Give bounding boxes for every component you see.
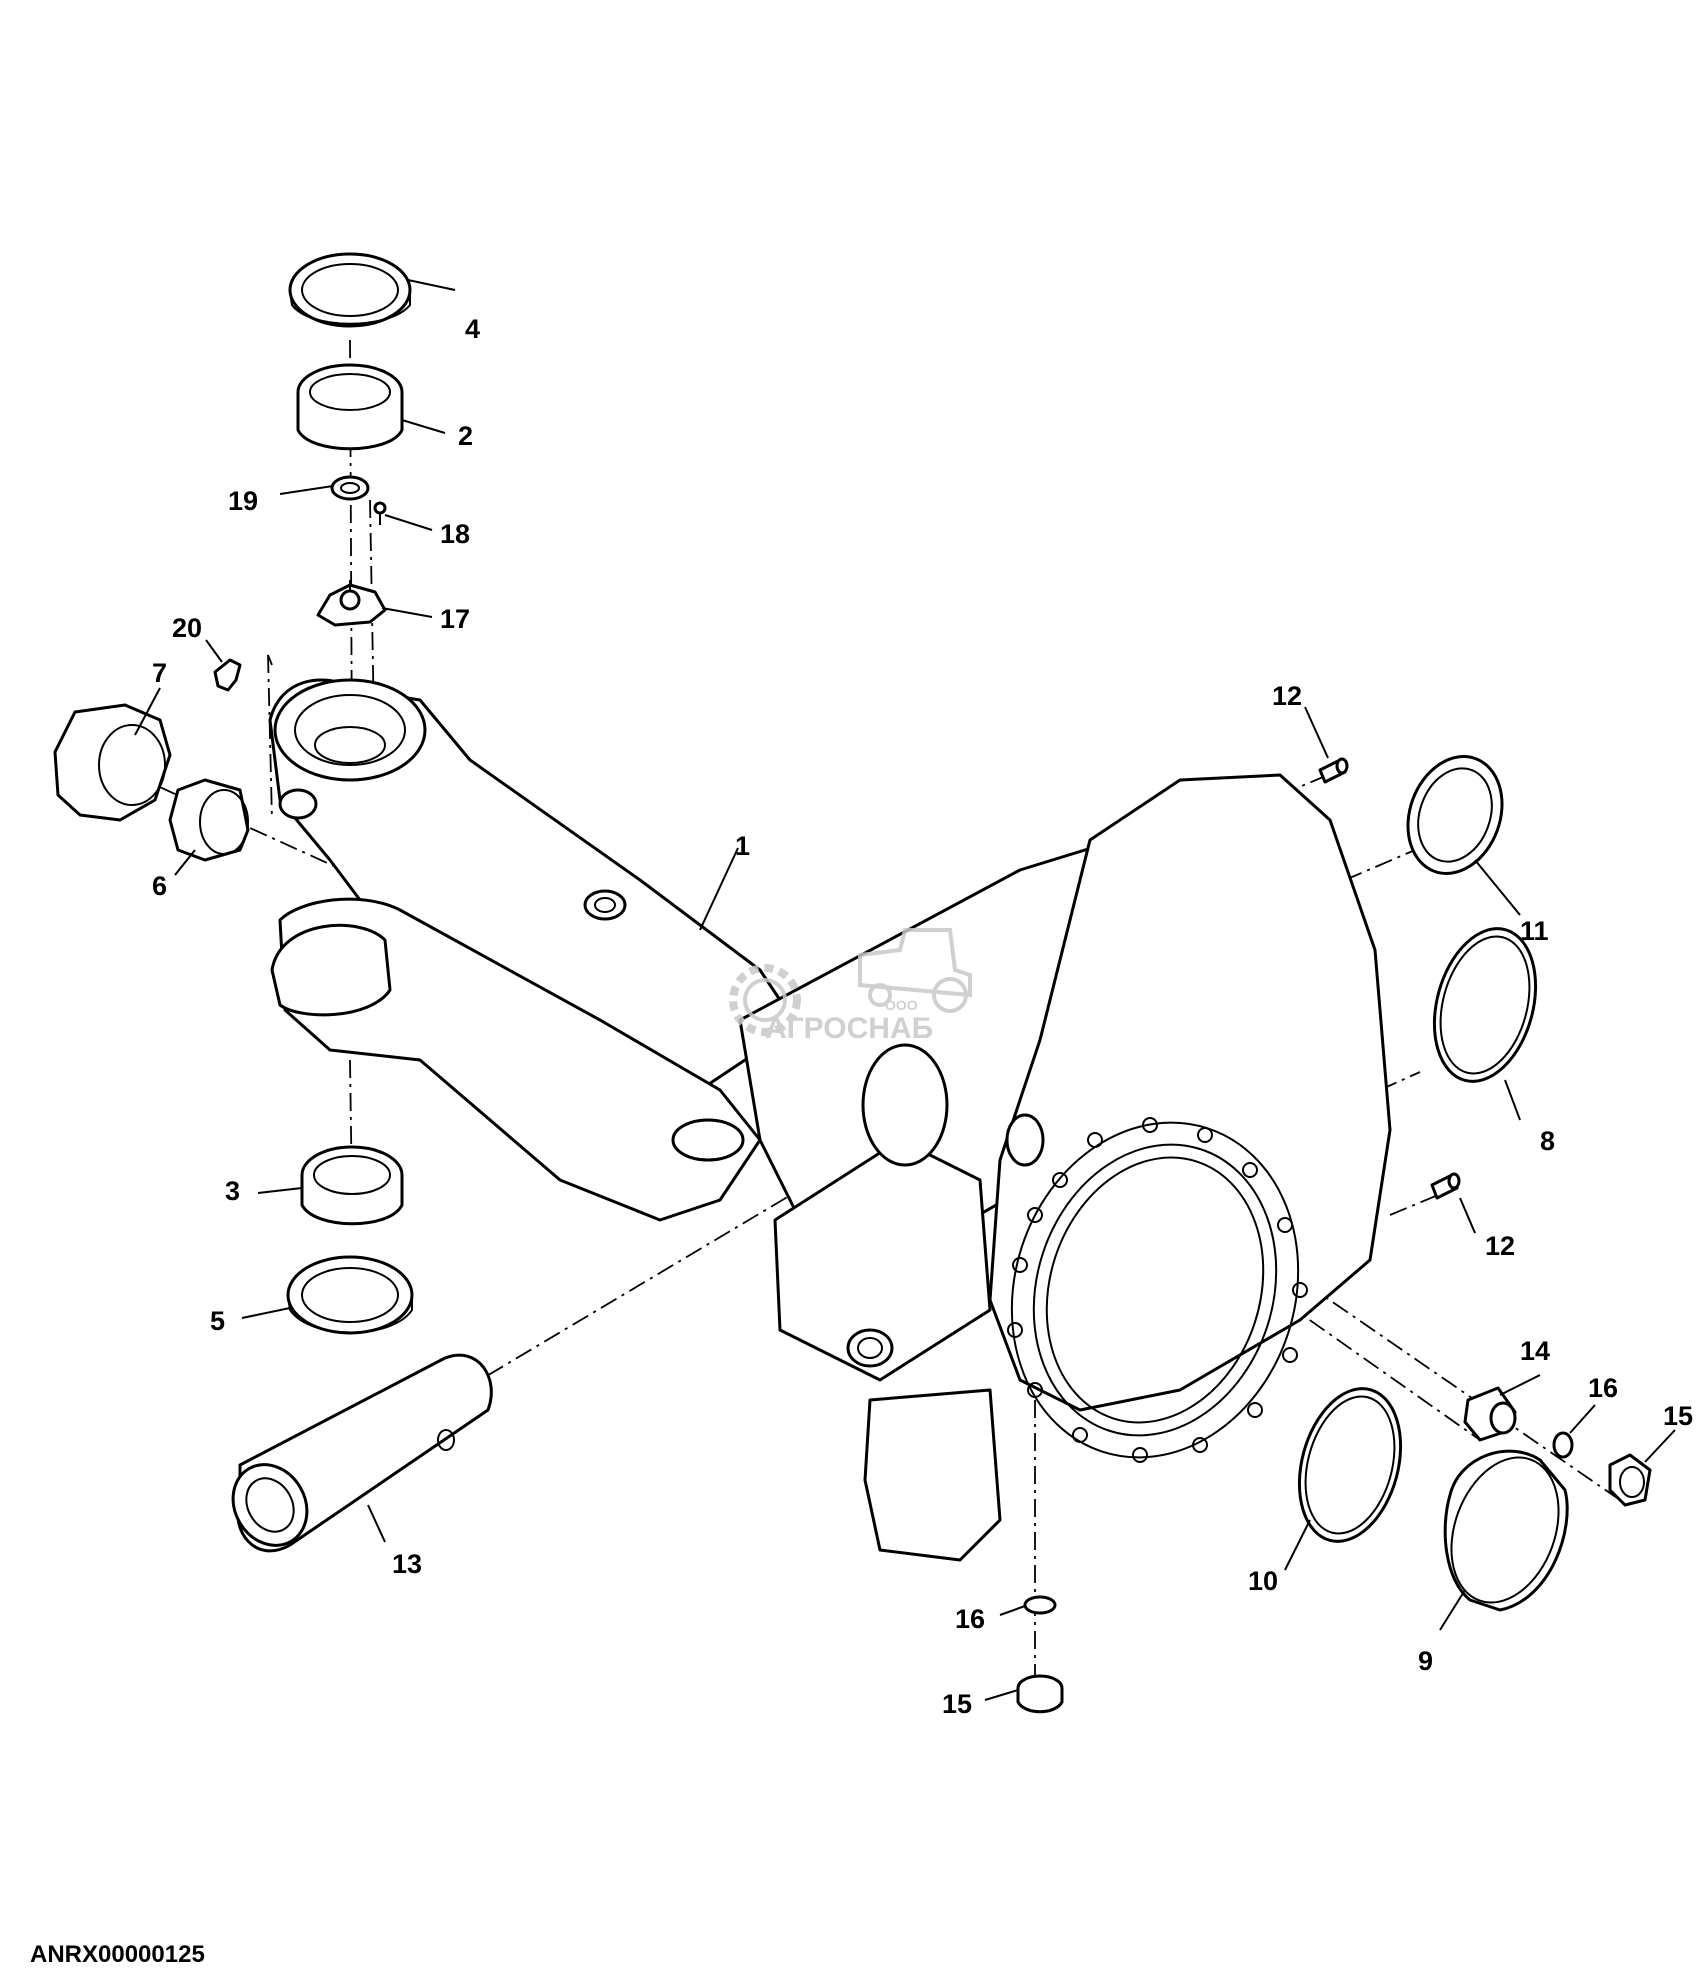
ring-9 (1443, 1449, 1569, 1612)
callout-18: 18 (440, 519, 470, 549)
axle-housing (268, 678, 1392, 1562)
callout-19: 19 (228, 486, 258, 516)
o-ring-8 (1432, 927, 1538, 1083)
leader-lines (134, 279, 1676, 1701)
tractor-icon (858, 928, 972, 1013)
callout-6: 6 (152, 871, 167, 901)
callout-14: 14 (1520, 1336, 1550, 1366)
callout-13: 13 (392, 1549, 422, 1579)
dowel-12-lower (1430, 1172, 1461, 1200)
plug-15-bottom (1016, 1674, 1064, 1714)
callout-4: 4 (465, 314, 480, 344)
washer-19 (330, 475, 370, 501)
o-ring-16-right (1552, 1431, 1574, 1459)
callout-1: 1 (735, 831, 750, 861)
flange-bolt-holes (1007, 1117, 1308, 1463)
callout-8: 8 (1540, 1126, 1555, 1156)
bushing-2 (296, 363, 404, 451)
callouts: 1 2 3 4 5 6 7 8 9 10 11 12 12 13 14 15 1… (152, 314, 1693, 1719)
gear-icon (729, 964, 801, 1036)
plate-17 (316, 580, 387, 627)
seal-4 (288, 252, 412, 328)
callout-10: 10 (1248, 1566, 1278, 1596)
callout-2: 2 (458, 421, 473, 451)
seal-5 (286, 1255, 414, 1335)
o-ring-16-bottom (1023, 1595, 1057, 1615)
nut-7 (53, 703, 172, 822)
o-ring-10 (1297, 1387, 1403, 1543)
plug-14 (1463, 1386, 1517, 1442)
callout-7: 7 (152, 658, 167, 688)
watermark-small: ООО (885, 997, 918, 1013)
callout-3: 3 (225, 1176, 240, 1206)
callout-12-upper: 12 (1272, 681, 1302, 711)
figure-id: ANRX00000125 (30, 1941, 205, 1968)
callout-12-lower: 12 (1485, 1231, 1515, 1261)
watermark: ООО АГРОСНАБ (729, 928, 972, 1045)
callout-17: 17 (440, 604, 470, 634)
pin-13 (231, 1353, 493, 1553)
callout-16-bottom: 16 (955, 1604, 985, 1634)
dowel-12-upper (1318, 757, 1349, 784)
bushing-6 (168, 778, 250, 862)
bushing-3 (300, 1145, 404, 1226)
callout-20: 20 (172, 613, 202, 643)
grease-fitting-20 (213, 658, 242, 692)
callout-15-right: 15 (1663, 1401, 1693, 1431)
callout-16-right: 16 (1588, 1373, 1618, 1403)
callout-11: 11 (1520, 916, 1549, 946)
plug-15-right (1608, 1453, 1652, 1507)
callout-15-bottom: 15 (942, 1689, 972, 1719)
seal-11 (1406, 755, 1504, 875)
watermark-brand: АГРОСНАБ (765, 1012, 933, 1045)
callout-9: 9 (1418, 1646, 1433, 1676)
callout-5: 5 (210, 1306, 225, 1336)
screw-18 (373, 501, 387, 525)
